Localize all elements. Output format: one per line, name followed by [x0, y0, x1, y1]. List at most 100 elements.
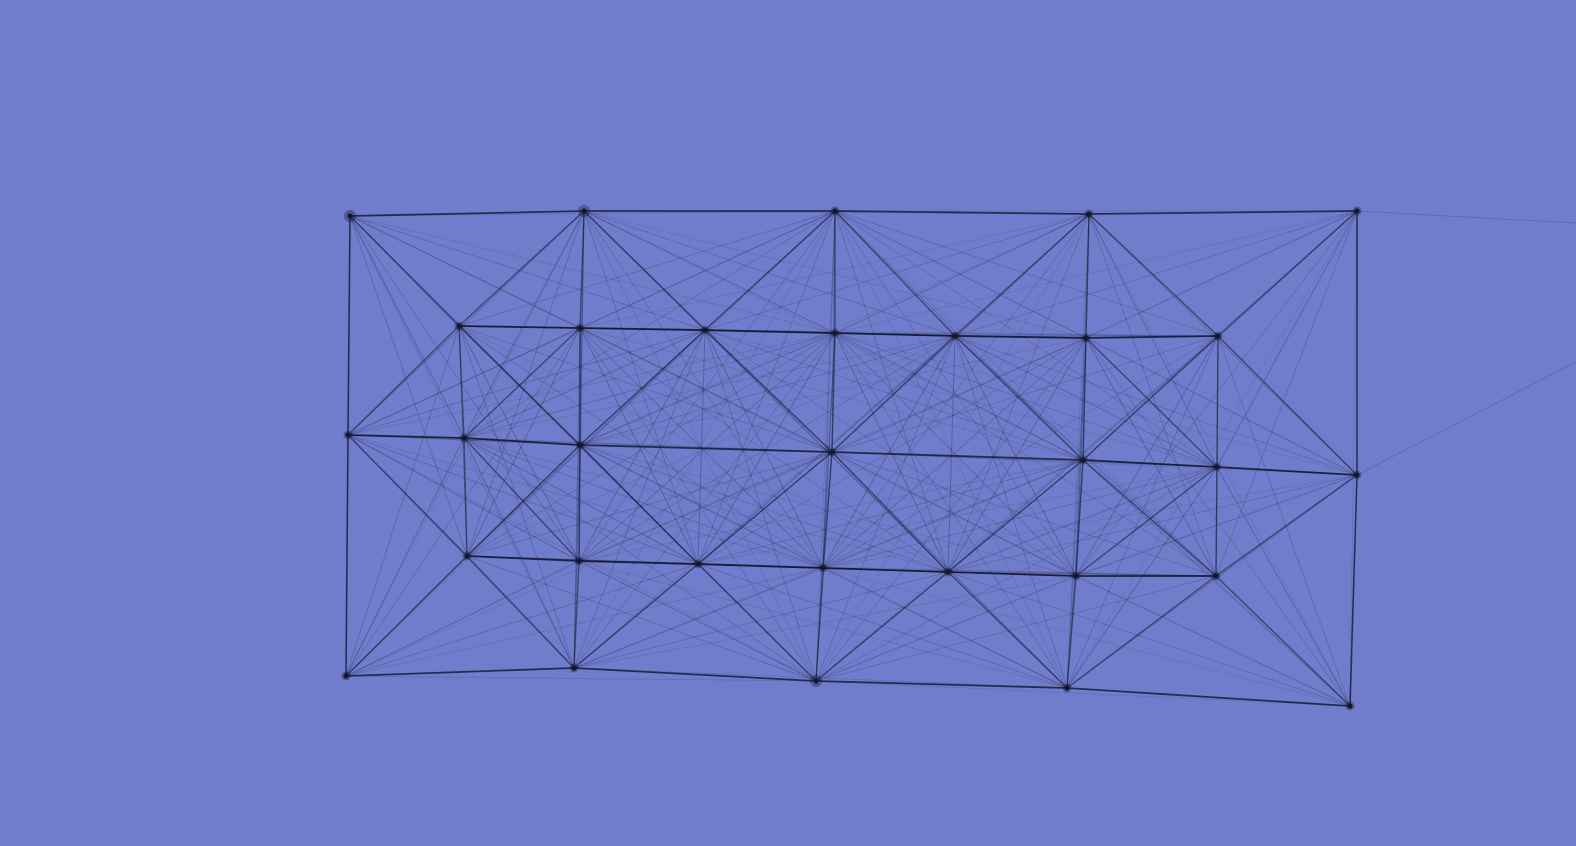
graph-edge — [834, 210, 1358, 334]
graph-edge — [1082, 459, 1217, 577]
graph-edge — [347, 434, 824, 569]
graph-edge — [579, 210, 585, 329]
graph-edge — [463, 210, 585, 439]
graph-edge — [1075, 474, 1358, 577]
graph-node[interactable] — [577, 325, 583, 331]
graph-edge — [834, 332, 1218, 468]
graph-edge — [704, 329, 1219, 337]
graph-node[interactable] — [581, 208, 587, 214]
graph-edge — [815, 567, 824, 682]
graph-edge — [347, 325, 460, 436]
graph-edge — [1217, 210, 1358, 337]
graph-edge — [815, 571, 949, 682]
graph-edge — [349, 215, 460, 327]
graph-edge — [834, 210, 1217, 577]
graph-edge — [573, 210, 585, 669]
graph-edge — [579, 444, 824, 569]
graph-edge — [954, 210, 1358, 337]
graph-edge — [1088, 213, 1218, 468]
graph-node[interactable] — [343, 673, 349, 679]
graph-node[interactable] — [456, 323, 462, 329]
graph-edge — [815, 335, 1219, 682]
graph-node[interactable] — [461, 435, 467, 441]
graph-edge — [583, 210, 817, 682]
graph-node[interactable] — [820, 565, 826, 571]
graph-node[interactable] — [1213, 573, 1219, 579]
graph-edge — [954, 335, 1217, 577]
graph-edge — [1082, 335, 1219, 461]
graph-edge — [1066, 687, 1351, 707]
graph-node[interactable] — [464, 553, 470, 559]
graph-node[interactable] — [347, 213, 353, 219]
graph-edge — [1075, 335, 1219, 577]
graph-node[interactable] — [1073, 573, 1079, 579]
graph-node[interactable] — [1347, 703, 1353, 709]
graph-edge — [347, 329, 706, 436]
graph-edge — [831, 332, 836, 453]
graph-node[interactable] — [571, 665, 577, 671]
graph-edge — [834, 332, 1358, 476]
graph-node[interactable] — [1086, 211, 1092, 217]
graph-edge — [573, 327, 581, 669]
graph-node[interactable] — [702, 327, 708, 333]
graph-edge — [1085, 335, 1219, 339]
graph-edge — [573, 667, 817, 682]
graph-edge — [583, 210, 949, 573]
graph-edge — [573, 210, 836, 669]
graph-node[interactable] — [832, 330, 838, 336]
graph-node[interactable] — [945, 569, 951, 575]
graph-node[interactable] — [1354, 472, 1360, 478]
graph-edge — [579, 213, 1090, 329]
graph-edge — [822, 466, 1218, 569]
graph-edge — [458, 325, 465, 439]
graph-node[interactable] — [952, 333, 958, 339]
graph-node[interactable] — [1083, 335, 1089, 341]
graph-edge — [1216, 210, 1358, 468]
graph-edge — [1088, 213, 1219, 337]
graph-edge — [815, 680, 1351, 707]
graph-edge — [1216, 466, 1351, 707]
graph-edge — [947, 213, 1090, 573]
graph-edge — [583, 210, 824, 569]
graph-edge — [347, 434, 465, 439]
graph-edge — [463, 332, 836, 439]
graph-edge — [834, 210, 1090, 215]
graph-edge — [1349, 474, 1358, 707]
graph-edge — [834, 213, 1090, 334]
graph-edge — [1082, 459, 1218, 468]
graph-edge — [579, 213, 1090, 446]
graph-edge — [345, 434, 349, 677]
graph-node[interactable] — [577, 442, 583, 448]
graph-edge — [822, 210, 836, 569]
graph-node[interactable] — [1214, 464, 1220, 470]
graph-edge — [345, 667, 575, 677]
graph-edge — [697, 337, 1087, 565]
graph-edge — [834, 332, 1084, 461]
graph-edge — [349, 215, 468, 557]
graph-node[interactable] — [576, 558, 582, 564]
graph-edge — [954, 335, 1087, 339]
graph-edge — [579, 327, 833, 453]
graph-edge — [947, 459, 1084, 573]
graph-node[interactable] — [813, 678, 819, 684]
graph-node[interactable] — [1215, 333, 1221, 339]
graph-edge — [578, 329, 706, 562]
graph-node[interactable] — [345, 432, 351, 438]
graph-node[interactable] — [695, 561, 701, 567]
graph-node[interactable] — [829, 449, 835, 455]
graph-edge — [1217, 335, 1351, 707]
graph-edge — [1075, 213, 1090, 577]
graph-edge — [466, 451, 833, 557]
graph-edge — [1082, 337, 1087, 461]
graph-node[interactable] — [1064, 685, 1070, 691]
graph-edge — [1215, 474, 1358, 577]
graph-edge — [1075, 459, 1084, 577]
graph-edge — [954, 335, 1068, 689]
graph-edge — [822, 567, 949, 573]
graph-node[interactable] — [832, 208, 838, 214]
graph-edge — [1075, 210, 1358, 577]
graph-node[interactable] — [1354, 208, 1360, 214]
graph-node[interactable] — [1080, 457, 1086, 463]
